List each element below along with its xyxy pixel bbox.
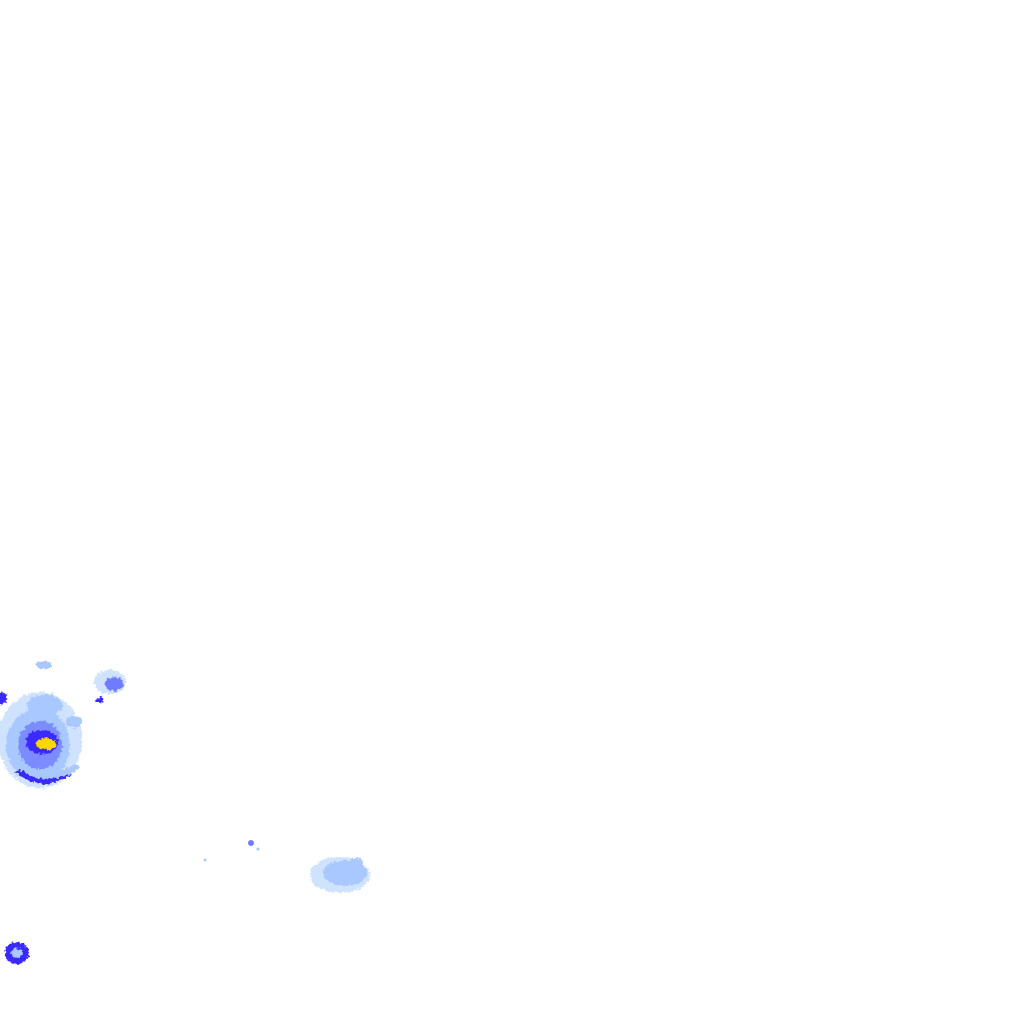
radar-echo-small-cluster: [94, 670, 126, 703]
radar-echo-main-cell: [0, 661, 82, 788]
radar-echo-specks: [203, 840, 260, 862]
radar-echo-light-patch: [310, 857, 370, 893]
radar-echo-bottom-left-cell: [5, 942, 29, 964]
